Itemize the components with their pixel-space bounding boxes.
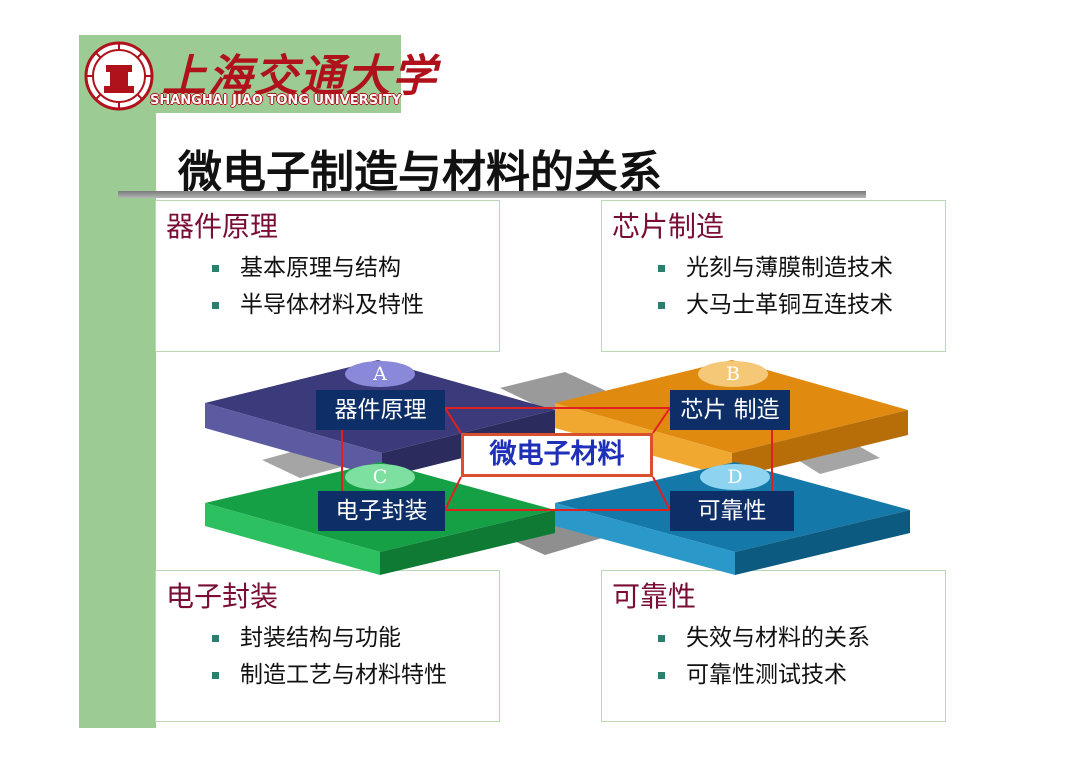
center-material-label: 微电子材料: [461, 433, 653, 477]
node-c-label: 电子封装: [318, 491, 445, 531]
node-a-label: 器件原理: [316, 390, 445, 430]
node-b-label: 芯片 制造: [670, 390, 790, 430]
node-d-label: 可靠性: [670, 491, 794, 531]
node-a-letter: A: [345, 361, 415, 387]
node-b-letter: B: [698, 361, 768, 387]
node-d-letter: D: [700, 464, 770, 490]
node-c-letter: C: [345, 464, 415, 490]
